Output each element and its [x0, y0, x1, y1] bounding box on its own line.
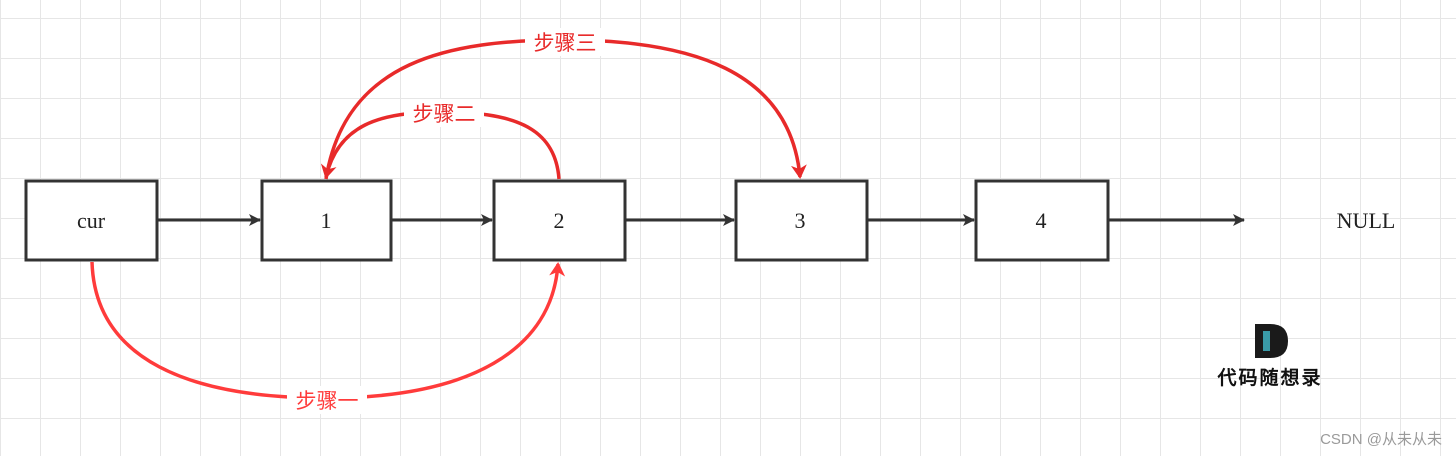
logo-d-icon	[1255, 324, 1288, 358]
logo-d-teal-bar	[1263, 331, 1270, 351]
step3-label-bg	[525, 28, 605, 56]
node-label-3: 3	[795, 208, 806, 233]
node-label-4: 4	[1036, 208, 1047, 233]
step3-arrow	[324, 38, 807, 180]
node-box-4	[974, 179, 1110, 262]
node-label-1: 1	[321, 208, 332, 233]
logo: 代码随想录	[1216, 324, 1322, 389]
step1-arrow	[90, 261, 566, 400]
node-label-cur: cur	[77, 208, 106, 233]
step2-label-bg	[404, 99, 484, 127]
step2-label: 步骤二	[413, 102, 476, 126]
node-box-cur	[24, 179, 159, 262]
node-box-2	[492, 179, 627, 262]
node-label-2: 2	[554, 208, 565, 233]
step3-label: 步骤三	[534, 31, 597, 55]
step1-label-bg	[287, 386, 367, 414]
logo-text: 代码随想录	[1216, 366, 1322, 389]
node-box-1	[260, 179, 393, 262]
node-box-3	[734, 179, 869, 262]
step1-label: 步骤一	[296, 389, 359, 413]
watermark: CSDN @从未从未	[1320, 431, 1442, 448]
null-label: NULL	[1337, 208, 1396, 233]
